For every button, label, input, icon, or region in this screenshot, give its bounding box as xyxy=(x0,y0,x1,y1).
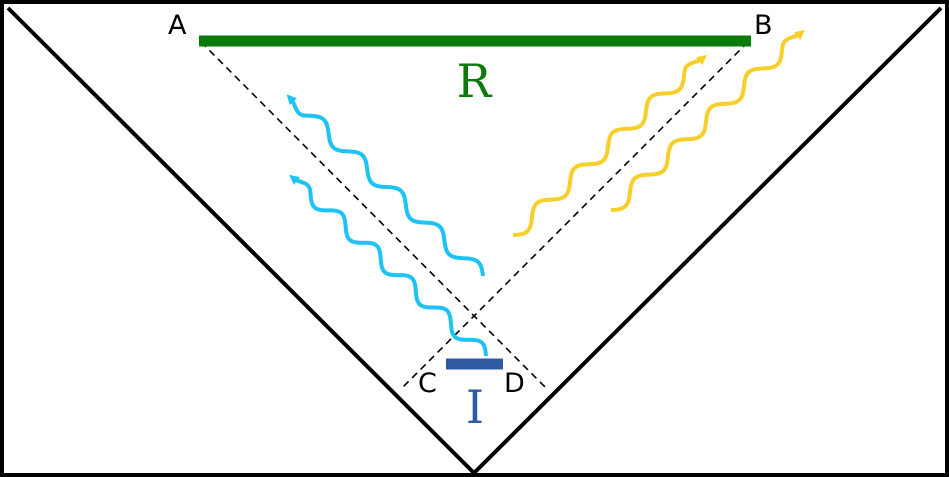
label-point-A: A xyxy=(168,10,187,41)
label-point-C: C xyxy=(418,368,437,399)
left-boundary-line xyxy=(6,6,476,475)
blue-wave-arrow-lower xyxy=(289,174,488,357)
yellow-wave-arrow-left xyxy=(512,54,707,237)
yellow-wave-arrow-right xyxy=(610,29,805,212)
label-region-R: R xyxy=(457,54,493,108)
blue-wave-arrow-upper xyxy=(286,94,485,277)
dashed-line-B-C xyxy=(400,41,749,390)
right-boundary-line xyxy=(472,6,943,475)
dashed-line-A-D xyxy=(200,41,548,390)
label-point-B: B xyxy=(754,10,773,41)
label-point-D: D xyxy=(504,368,525,399)
label-region-I: I xyxy=(466,380,484,434)
